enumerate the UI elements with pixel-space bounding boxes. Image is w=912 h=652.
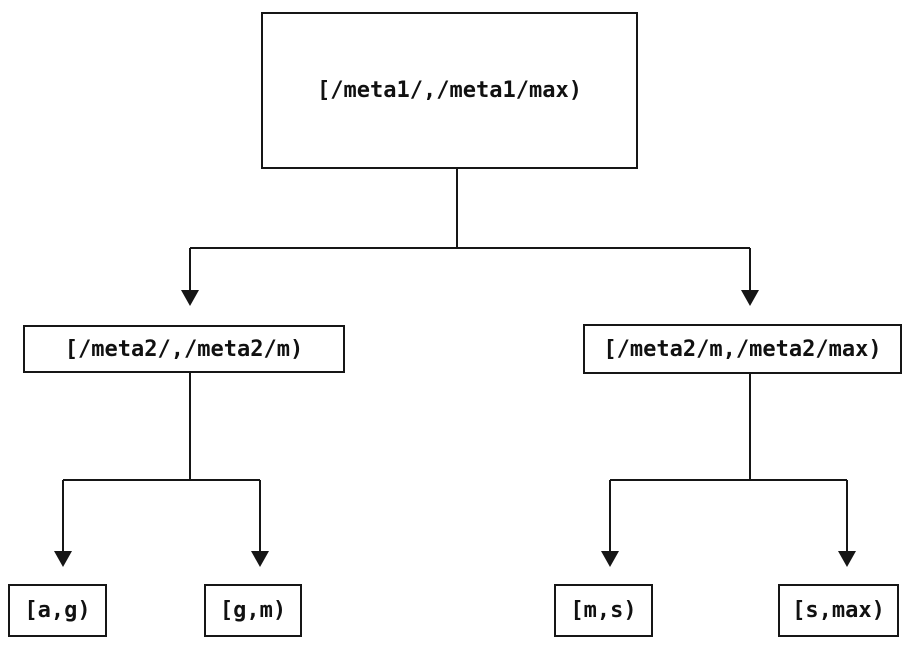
arrow-down-icon-leaf-gm: [251, 551, 269, 567]
node-leaf-ag-range: [a,g): [8, 584, 107, 637]
arrow-down-icon-leaf-smax: [838, 551, 856, 567]
arrow-down-icon-leaf-ms: [601, 551, 619, 567]
node-root-meta1-range: [/meta1/,/meta1/max): [261, 12, 638, 169]
arrow-down-icon-leaf-ag: [54, 551, 72, 567]
node-leaf-ms-range: [m,s): [554, 584, 653, 637]
arrow-down-icon-meta2-low: [181, 290, 199, 306]
node-meta2-low-range: [/meta2/,/meta2/m): [23, 325, 345, 373]
arrow-down-icon-meta2-high: [741, 290, 759, 306]
node-leaf-gm-range: [g,m): [204, 584, 302, 637]
node-meta2-high-range: [/meta2/m,/meta2/max): [583, 324, 902, 374]
node-leaf-smax-range: [s,max): [778, 584, 899, 637]
